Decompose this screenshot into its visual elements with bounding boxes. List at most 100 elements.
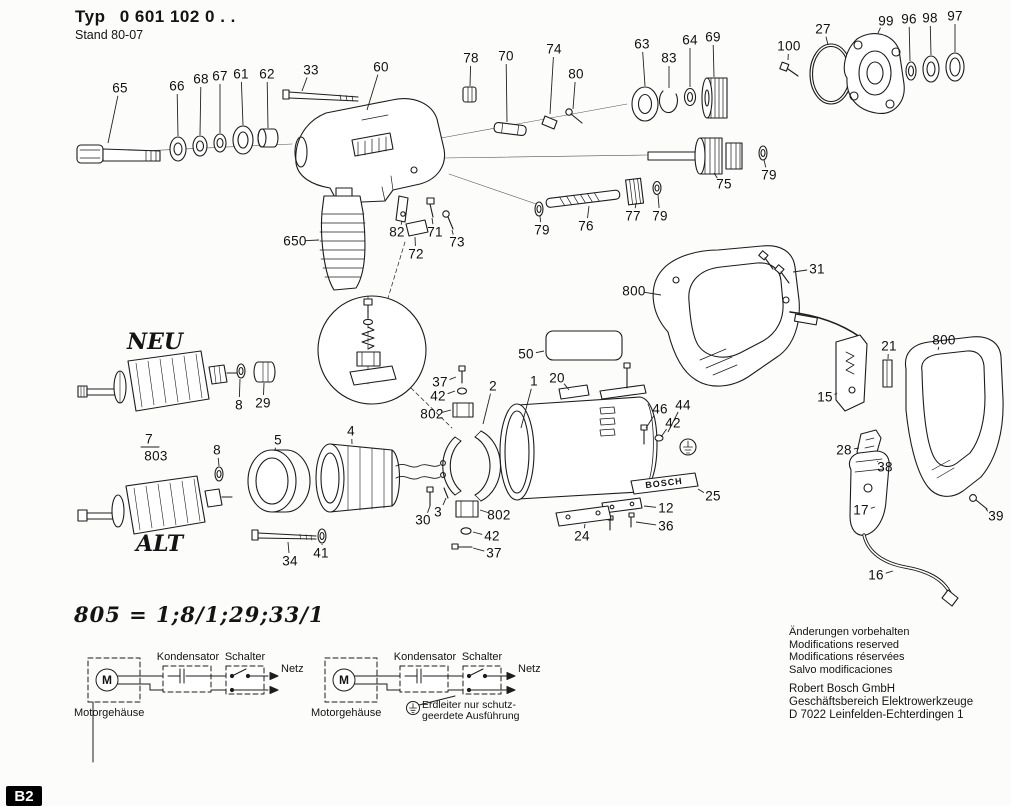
part-callout: 25	[705, 488, 721, 504]
wiring-right-netz-label: Netz	[518, 663, 541, 675]
wiring-left-schalter-label: Schalter	[224, 651, 266, 663]
part-callout: 67	[212, 68, 228, 84]
part-callout: 68	[193, 71, 209, 87]
part-callout: 46	[652, 401, 668, 417]
part-callout: 30	[415, 512, 431, 528]
armature-old-drawing	[77, 466, 327, 544]
legal-block: Änderungen vorbehalten Modifications res…	[789, 626, 973, 722]
intermediate-shaft-drawing	[647, 137, 768, 175]
part-callout: 79	[761, 167, 777, 183]
company-name: Robert Bosch GmbH	[789, 683, 896, 696]
part-callout: 8	[213, 442, 221, 458]
wiring-right-motorgehaeuse-label: Motorgehäuse	[311, 707, 382, 719]
part-callout: 39	[988, 508, 1004, 524]
gear-set-drawing	[631, 77, 728, 122]
part-callout: 69	[705, 29, 721, 45]
right-housing-shell-drawing	[904, 336, 1004, 497]
motor-housing-drawing	[499, 330, 699, 531]
part-callout: 66	[169, 78, 185, 94]
part-callout: 5	[274, 432, 282, 448]
part-callout: 650	[283, 233, 307, 249]
washers-and-bearing-drawing	[169, 125, 279, 162]
part-callout: 77	[625, 208, 641, 224]
part-callout: 64	[682, 32, 698, 48]
wiring-left-netz-label: Netz	[281, 663, 304, 675]
part-callout: 15	[817, 389, 833, 405]
long-screw-33-drawing	[282, 89, 359, 102]
part-callout: 8	[235, 397, 243, 413]
part-callout: 12	[658, 500, 674, 516]
wiring-diagram-left	[87, 657, 279, 763]
part-callout: 17	[853, 502, 869, 518]
spindle-drawing	[76, 144, 161, 164]
part-callout: 37	[486, 545, 502, 561]
part-callout: 800	[622, 283, 646, 299]
ring-and-field-drawing	[247, 443, 446, 513]
erdleiter-note-line1: Erdleiter nur schutz-	[422, 699, 516, 711]
end-cap-cluster-drawing	[779, 33, 965, 114]
wiring-left-motor-letter: M	[102, 673, 112, 687]
wiring-left-motorgehaeuse-label: Motorgehäuse	[74, 707, 145, 719]
wiring-right-schalter-label: Schalter	[461, 651, 503, 663]
part-callout: 71	[427, 224, 443, 240]
annotation-part-formula: 805 = 1;8/1;29;33/1	[74, 602, 325, 627]
type-label: Typ	[75, 7, 106, 26]
part-callout: 83	[661, 50, 677, 66]
legal-note: Salvo modificaciones	[789, 663, 893, 676]
part-callout: 803	[144, 448, 168, 464]
part-callout: 97	[947, 8, 963, 24]
stand-label: Stand 80-07	[75, 28, 144, 42]
part-callout: 28	[836, 442, 852, 458]
part-callout: 63	[634, 36, 650, 52]
part-callout: 34	[282, 553, 298, 569]
part-callout: 41	[313, 545, 329, 561]
part-callout: 76	[578, 218, 594, 234]
part-callout: 37	[432, 374, 448, 390]
part-callout: 78	[463, 50, 479, 66]
handle-650-drawing	[319, 187, 366, 291]
part-callout: 7	[145, 431, 153, 447]
part-callout: 79	[534, 222, 550, 238]
part-callout: 1	[530, 373, 538, 389]
part-callout: 36	[658, 518, 674, 534]
part-callout: 73	[449, 234, 465, 250]
pin-and-small-shaft-drawing	[462, 86, 583, 137]
part-callout: 80	[568, 66, 584, 82]
part-callout: 82	[389, 224, 405, 240]
part-callout: 2	[489, 378, 497, 394]
gear-housing-drawing	[294, 98, 446, 204]
part-callout: 29	[255, 395, 271, 411]
part-callout: 42	[430, 388, 446, 404]
switch-and-cable-drawing	[848, 429, 988, 607]
part-callout: 38	[877, 459, 893, 475]
header: Typ 0 601 102 0 . .	[75, 7, 236, 27]
wiring-right-motor-letter: M	[339, 673, 349, 687]
brush-plate-drawing	[426, 365, 502, 550]
part-callout: 24	[574, 528, 590, 544]
part-callout: 79	[652, 208, 668, 224]
part-callout: 800	[932, 332, 956, 348]
part-callout: 4	[347, 423, 355, 439]
part-callout: 72	[408, 246, 424, 262]
part-callout: 44	[675, 397, 691, 413]
legal-note: Modifications réservées	[789, 651, 905, 664]
lever-and-screws-drawing	[395, 195, 454, 237]
part-callout: 802	[420, 406, 444, 422]
inset-detail-circle-drawing	[317, 241, 453, 429]
erdleiter-note-line2: geerdete Ausführung	[422, 710, 520, 722]
part-callout: 75	[716, 176, 732, 192]
part-callout: 21	[881, 338, 897, 354]
wiring-right-kondensator-label: Kondensator	[393, 651, 457, 663]
armature-new-drawing	[77, 350, 276, 448]
part-callout: 62	[259, 66, 275, 82]
part-callout: 70	[498, 48, 514, 64]
type-number: 0 601 102 0 . .	[119, 7, 236, 26]
part-callout: 31	[809, 261, 825, 277]
part-callout: 802	[487, 507, 511, 523]
legal-note: Änderungen vorbehalten	[789, 626, 910, 638]
page-badge: B2	[6, 786, 42, 806]
company-address: D 7022 Leinfelden-Echterdingen 1	[789, 708, 964, 721]
